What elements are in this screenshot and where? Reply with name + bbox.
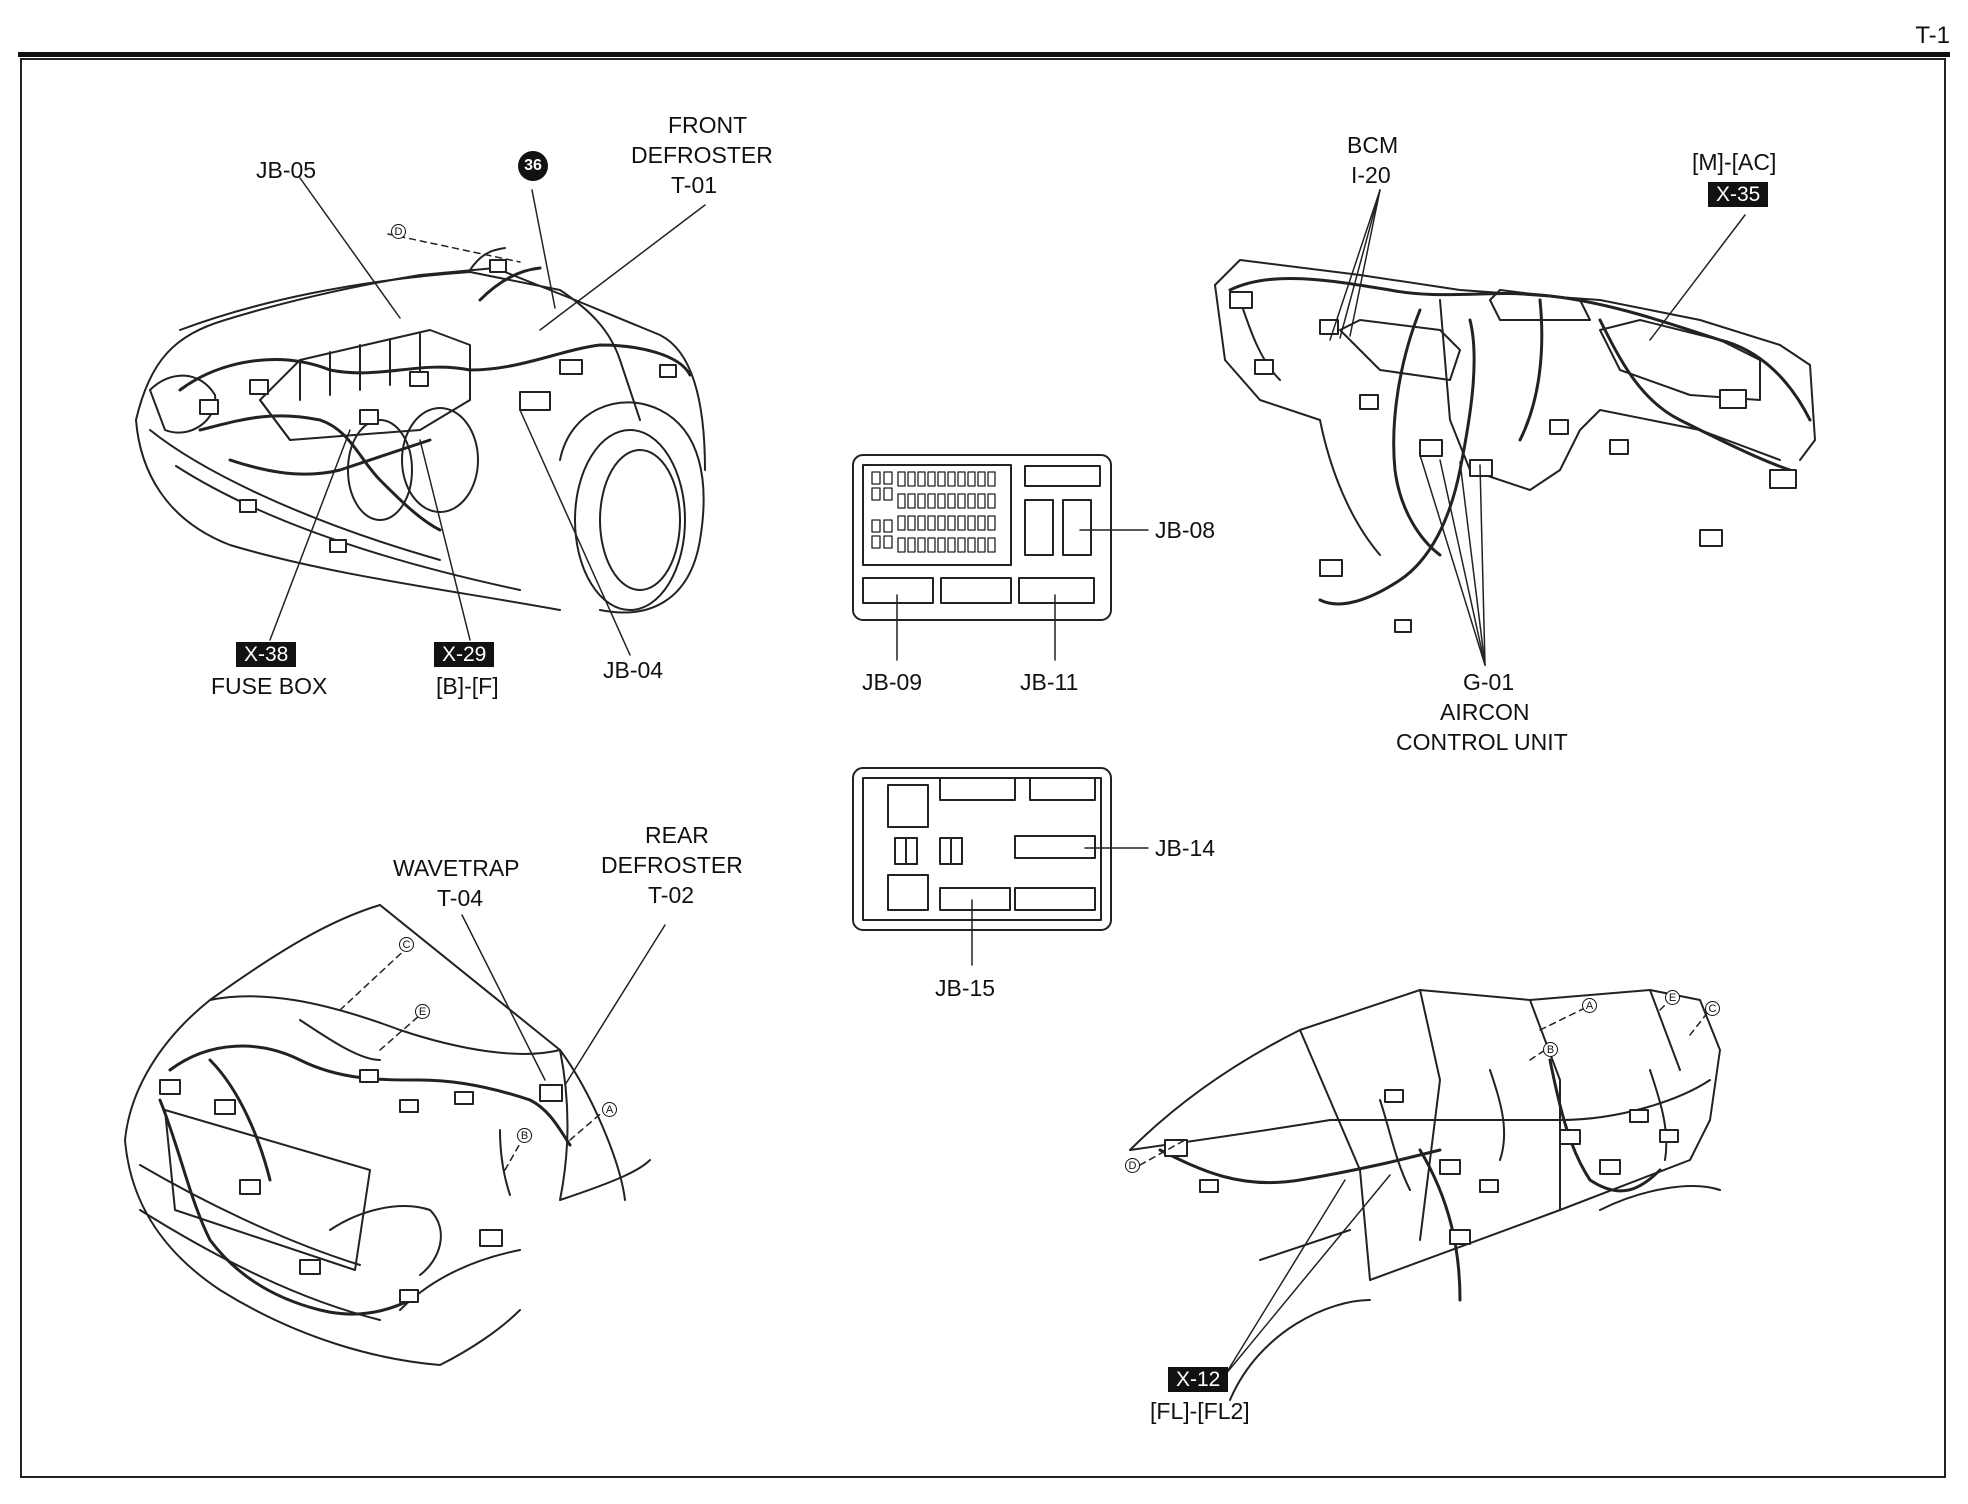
engine-bay-illustration	[135, 177, 706, 656]
jb08-label: JB-08	[1155, 517, 1216, 543]
aircon-code: G-01	[1463, 669, 1515, 695]
fuse-box-label: FUSE BOX	[211, 673, 328, 699]
hub-e-side: E	[1665, 990, 1680, 1005]
hub-e-rear: E	[415, 1004, 430, 1019]
page-number: T-1	[1915, 22, 1950, 49]
junction-block-1	[852, 454, 1149, 661]
jb14-label: JB-14	[1155, 835, 1216, 861]
x29-range: [B]-[F]	[436, 673, 499, 699]
front-defroster-label-line1: FRONT	[668, 112, 748, 138]
rear-defroster-label-line2: DEFROSTER	[601, 852, 743, 878]
m-ac-range: [M]-[AC]	[1692, 149, 1777, 175]
x38-tag: X-38	[236, 642, 297, 667]
x12-range: [FL]-[FL2]	[1150, 1398, 1250, 1424]
front-defroster-label-line2: DEFROSTER	[631, 142, 773, 168]
rear-defroster-label-line1: REAR	[645, 822, 709, 848]
jb15-label: JB-15	[935, 975, 996, 1001]
junction-block-2	[852, 767, 1149, 966]
jb11-label: JB-11	[1020, 669, 1079, 695]
hub-b-rear: B	[517, 1128, 532, 1143]
x29-tag: X-29	[434, 642, 495, 667]
wavetrap-label: WAVETRAP	[393, 855, 520, 881]
rear-defroster-code: T-02	[648, 882, 695, 908]
wavetrap-code: T-04	[437, 885, 484, 911]
hub-a-rear: A	[602, 1102, 617, 1117]
hub-d-side: D	[1125, 1158, 1140, 1173]
bcm-code: I-20	[1351, 162, 1391, 188]
jb05-label: JB-05	[256, 157, 317, 183]
side-view-illustration	[1129, 989, 1721, 1401]
x12-tag: X-12	[1168, 1367, 1229, 1392]
top-rule	[18, 52, 1950, 57]
hub-c-rear: C	[399, 937, 414, 952]
front-defroster-code: T-01	[671, 172, 718, 198]
hub-a-side: A	[1582, 998, 1597, 1013]
aircon-label-line2: CONTROL UNIT	[1396, 729, 1568, 755]
fuse-grid	[871, 471, 996, 553]
aircon-label-line1: AIRCON	[1440, 699, 1530, 725]
jb04-label: JB-04	[603, 657, 664, 683]
instrument-panel-illustration	[1214, 189, 1816, 666]
hub-b-side: B	[1543, 1042, 1558, 1057]
jb09-label: JB-09	[862, 669, 923, 695]
x35-tag: X-35	[1708, 182, 1769, 207]
hub-c-side: C	[1705, 1001, 1720, 1016]
rear-illustration	[124, 904, 666, 1366]
diagram-frame	[20, 58, 1946, 1478]
bcm-label: BCM	[1347, 132, 1399, 158]
reference-badge-36: 36	[518, 151, 548, 181]
hub-d-engine: D	[391, 224, 406, 239]
